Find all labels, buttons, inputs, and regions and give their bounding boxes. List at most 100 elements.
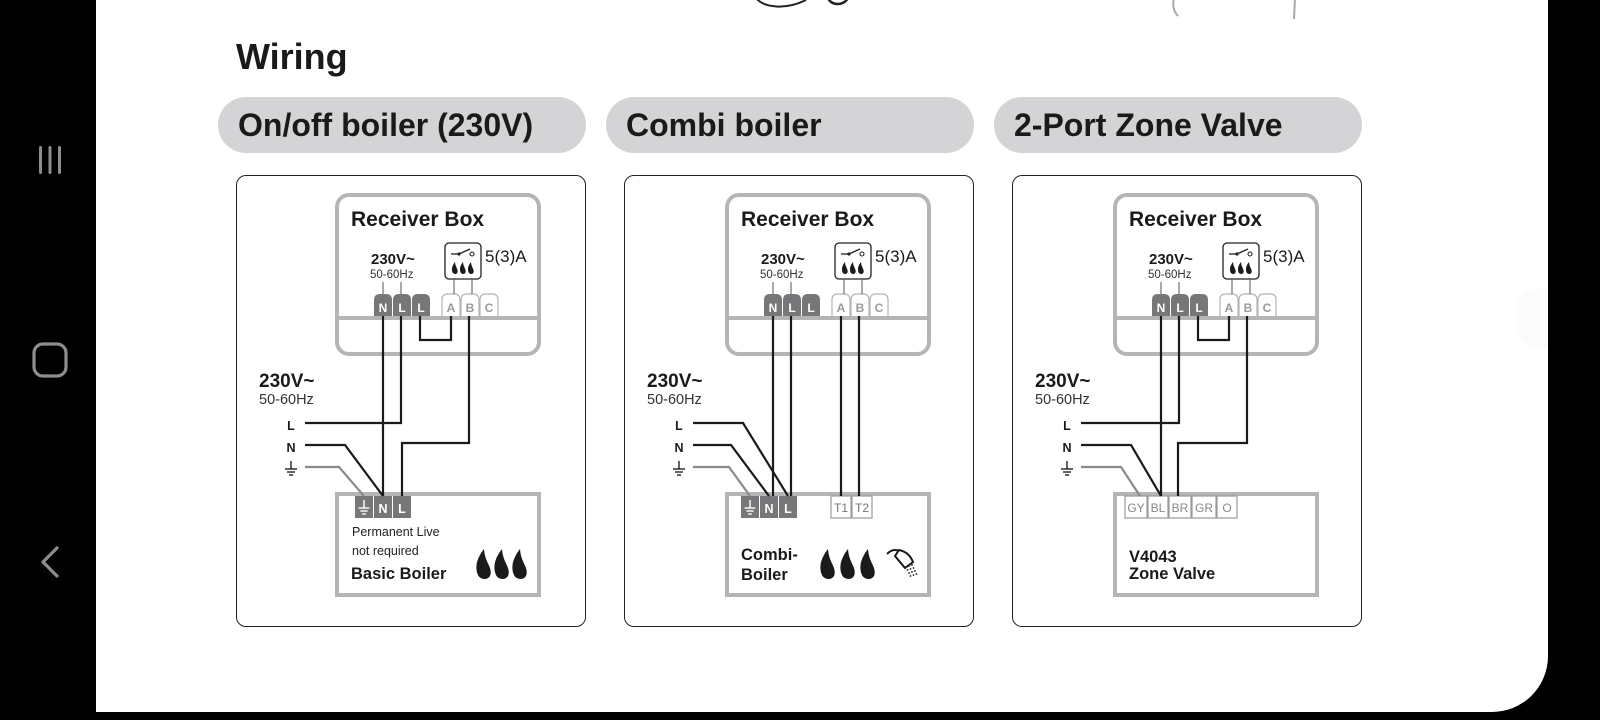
home-button[interactable] (24, 334, 76, 386)
supply-line-live: L (287, 419, 295, 433)
switch-icon (859, 251, 865, 257)
supply-voltage: 230V~ (259, 371, 314, 392)
shower-icon (911, 564, 913, 566)
device-name: Boiler (741, 566, 788, 584)
device-terminal (1216, 495, 1238, 519)
receiver-voltage: 230V~ (761, 251, 805, 268)
relay-rating: 5(3)A (485, 247, 527, 266)
receiver-voltage: 230V~ (371, 251, 415, 268)
power-terminal (1190, 294, 1208, 316)
device-name: Zone Valve (1129, 565, 1215, 583)
device-terminal (851, 495, 873, 519)
relay-terminal-label: B (1244, 301, 1253, 315)
device-terminal (393, 496, 411, 518)
shower-icon (893, 548, 915, 570)
back-button[interactable] (24, 536, 76, 588)
flame-icon (1237, 262, 1244, 274)
earth-wire (693, 465, 751, 497)
power-terminal (1152, 294, 1170, 316)
device-name: Basic Boiler (351, 565, 447, 583)
receiver-box-title: Receiver Box (741, 208, 874, 231)
switched-live-wire (400, 316, 471, 496)
flame-icon (459, 262, 466, 274)
switch-icon (848, 248, 861, 255)
shower-icon (886, 548, 918, 577)
page-title: Wiring (236, 36, 348, 77)
device-terminal-label: L (784, 502, 792, 516)
relay-terminal (479, 293, 499, 316)
power-terminal-label: N (769, 301, 778, 315)
power-terminal (393, 294, 411, 316)
recent-apps-icon (39, 146, 61, 174)
wires (305, 316, 471, 497)
power-terminal-label: L (417, 301, 424, 315)
supply-voltage: 230V~ (1035, 371, 1090, 392)
receiver-box-title: Receiver Box (1129, 208, 1262, 231)
shower-icon (911, 571, 913, 573)
relay-terminal-label: B (856, 301, 865, 315)
navigation-bar (0, 0, 96, 720)
relay-terminal-label: C (1263, 301, 1272, 315)
device-terminal-label: O (1222, 501, 1231, 515)
supply-neutral-wire (693, 443, 770, 497)
relay-terminal-label: B (466, 301, 475, 315)
scroll-indicator (1516, 288, 1548, 348)
device-terminal (374, 496, 392, 518)
receiver-voltage: 230V~ (1149, 251, 1193, 268)
device-name: V4043 (1129, 548, 1177, 566)
flame-icon (841, 262, 848, 274)
power-terminal (374, 294, 392, 316)
shower-icon (909, 575, 912, 577)
power-terminal (1171, 294, 1189, 316)
supply-line-neutral: N (1062, 441, 1071, 455)
device-note: not required (352, 544, 419, 558)
flame-icon (1245, 262, 1252, 274)
relay-terminal-label: A (1225, 301, 1234, 315)
device-terminal-label: BL (1151, 501, 1166, 515)
device-terminal (1147, 495, 1169, 519)
shower-icon (908, 572, 910, 574)
switch-icon (469, 251, 475, 257)
receiver-box-title: Receiver Box (351, 208, 484, 231)
shower-icon (912, 567, 915, 569)
relay-terminal-label: A (447, 301, 456, 315)
receiver-frequency: 50-60Hz (1148, 269, 1192, 281)
relay-terminal-label: C (875, 301, 884, 315)
wires (693, 316, 861, 497)
device-terminal (1191, 495, 1217, 519)
relay-terminal-label: C (485, 301, 494, 315)
device-terminal-label: N (764, 502, 773, 516)
power-terminal (764, 294, 782, 316)
supply-line-neutral: N (674, 441, 683, 455)
supply-frequency: 50-60Hz (259, 392, 314, 408)
relay-terminal (1219, 293, 1239, 316)
supply-neutral-wire (305, 443, 384, 497)
live-wire (305, 316, 403, 425)
supply-line-neutral: N (286, 441, 295, 455)
shower-icon (906, 569, 909, 571)
back-icon (41, 546, 59, 578)
power-terminal-label: L (398, 301, 405, 315)
relay-terminal (460, 293, 480, 316)
relay-terminal (1257, 293, 1277, 316)
recent-apps-button[interactable] (24, 134, 76, 186)
shower-icon (909, 568, 912, 570)
device-name: Combi- (741, 546, 798, 564)
device-terminal-label: T2 (855, 501, 869, 515)
supply-line-live: L (675, 419, 683, 433)
supply-live-wire (693, 421, 789, 497)
live-wire (1081, 316, 1181, 425)
switch-icon (1236, 248, 1249, 255)
device-terminal-label: T1 (834, 501, 848, 515)
flame-icon (820, 549, 835, 579)
